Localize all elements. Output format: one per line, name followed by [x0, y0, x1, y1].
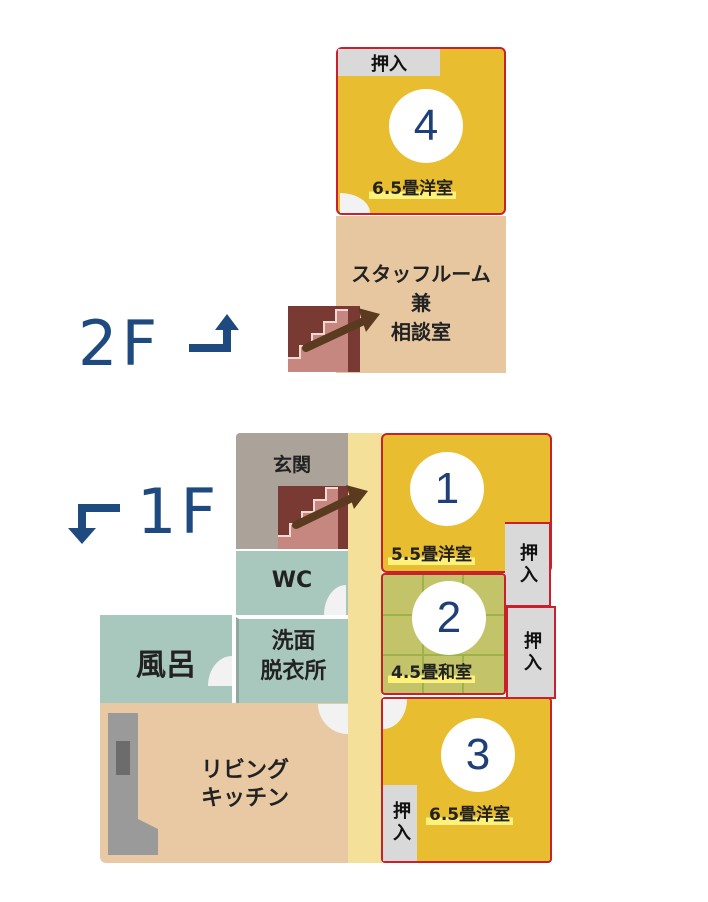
room-4-number: 4	[389, 89, 463, 163]
staff-room-label: スタッフルーム 兼 相談室	[336, 260, 506, 347]
living-line1: リビング	[200, 758, 289, 783]
room-1-closet: 押入	[505, 522, 551, 607]
washroom-line2: 脱衣所	[260, 659, 327, 684]
room-1-number: 1	[410, 452, 484, 526]
genkan-label: 玄関	[272, 454, 311, 476]
room-3-number: 3	[441, 718, 515, 792]
washroom-line1: 洗面	[271, 629, 316, 654]
room-2-size: 4.5畳和室	[388, 658, 476, 683]
bath[interactable]	[100, 615, 232, 703]
staff-room-line1: スタッフルーム	[351, 262, 491, 286]
staff-room-line3: 相談室	[391, 320, 451, 344]
floor-1f-label: 1F	[137, 475, 221, 548]
room-3-size: 6.5畳洋室	[426, 800, 514, 825]
down-arrow-icon	[68, 504, 120, 544]
door-icon	[318, 704, 348, 734]
room-1-size: 5.5畳洋室	[388, 540, 476, 565]
room-3-closet: 押入	[383, 785, 417, 861]
living-line2: キッチン	[200, 786, 289, 811]
door-icon	[340, 193, 370, 213]
door-icon	[208, 656, 232, 686]
door-icon	[383, 699, 407, 729]
room-2-number: 2	[412, 581, 486, 655]
washroom[interactable]	[236, 617, 348, 703]
door-icon	[324, 585, 346, 615]
floor-2f-label: 2F	[78, 307, 162, 380]
room-4-size: 6.5畳洋室	[369, 174, 457, 199]
stair-direction-arrow-icon	[302, 308, 380, 352]
wc-label: WC	[271, 568, 313, 593]
room-2-closet: 押入	[506, 606, 556, 699]
living-label: リビング キッチン	[160, 757, 330, 813]
bath-label: 風呂	[136, 648, 196, 683]
staff-room[interactable]	[336, 216, 506, 373]
stair-direction-arrow-icon	[292, 485, 368, 529]
room-4-closet: 押入	[338, 49, 440, 76]
up-arrow-icon	[189, 314, 239, 352]
washroom-label: 洗面 脱衣所	[239, 627, 348, 687]
kitchen-counter-icon	[108, 713, 158, 855]
staff-room-line2: 兼	[411, 291, 431, 315]
